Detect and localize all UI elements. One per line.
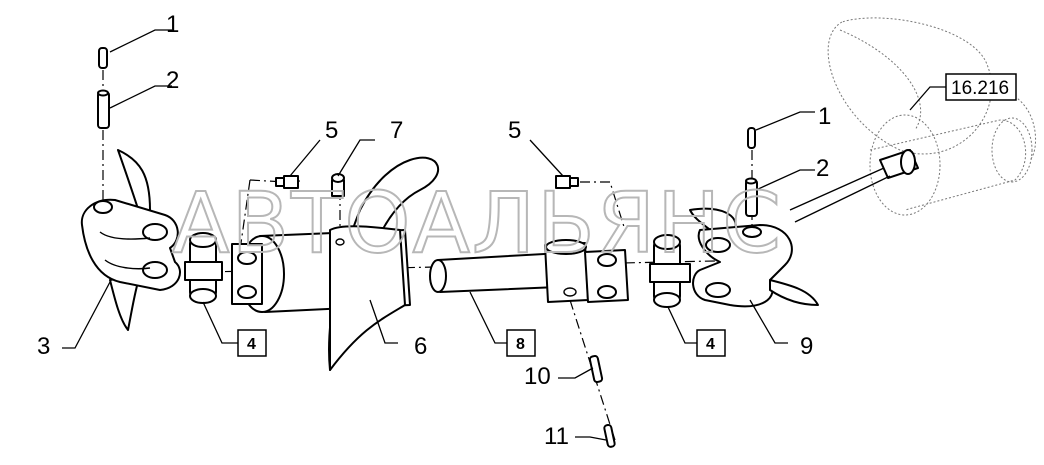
watermark-text: АВТОАЛЬЯНС	[172, 174, 783, 272]
callout-pin-1-right: 1	[818, 103, 831, 130]
reference-box-label: 16.216	[951, 78, 1009, 99]
grease-nipple-5-right	[555, 175, 579, 189]
callout-pin-10: 10	[524, 363, 551, 390]
pin-10	[588, 355, 604, 383]
callout-labels: 1 2 3 4 5 7 6 8 5 1 2 4 9 10 11	[37, 11, 831, 450]
callout-pin-1-left: 1	[166, 11, 179, 38]
pin-1-right	[747, 127, 756, 149]
callout-sleeve-2-right: 2	[816, 155, 829, 182]
callout-fork-yoke-left: 3	[37, 333, 50, 360]
grease-nipples	[275, 173, 579, 197]
pin-11	[603, 423, 616, 448]
callout-drive-shaft: 8	[516, 336, 525, 353]
right-cross-spider	[649, 234, 691, 308]
callout-auger-tube: 6	[414, 333, 427, 360]
grease-nipple-7	[331, 173, 345, 197]
callout-box-drive-shaft	[506, 329, 536, 357]
callout-cross-spider-left: 4	[247, 336, 256, 353]
callout-box-right-spider	[696, 329, 726, 357]
sleeve-2-left	[97, 91, 110, 129]
right-fork-yoke	[689, 207, 819, 308]
reference-box	[945, 73, 1017, 101]
auger-tube	[231, 156, 440, 371]
pin-1-left	[98, 47, 108, 69]
grease-nipple-5-left	[275, 175, 299, 189]
leader-lines	[62, 29, 815, 441]
callout-pin-11: 11	[544, 423, 569, 450]
left-cross-spider	[184, 232, 223, 304]
pins-and-sleeves	[97, 47, 758, 448]
left-fork-yoke	[80, 149, 181, 331]
drive-shaft	[429, 239, 629, 303]
callout-fork-yoke-right: 9	[800, 333, 813, 360]
callout-cross-spider-right: 4	[706, 336, 715, 353]
callout-grease-nipple-5-right: 5	[508, 117, 521, 144]
callout-sleeve-2-left: 2	[166, 67, 179, 94]
ghost-auger-section: 16.216	[789, 17, 1036, 223]
callout-grease-nipple-5-left: 5	[325, 117, 338, 144]
callout-grease-nipple-7: 7	[390, 117, 403, 144]
callout-box-left-spider	[237, 329, 267, 357]
